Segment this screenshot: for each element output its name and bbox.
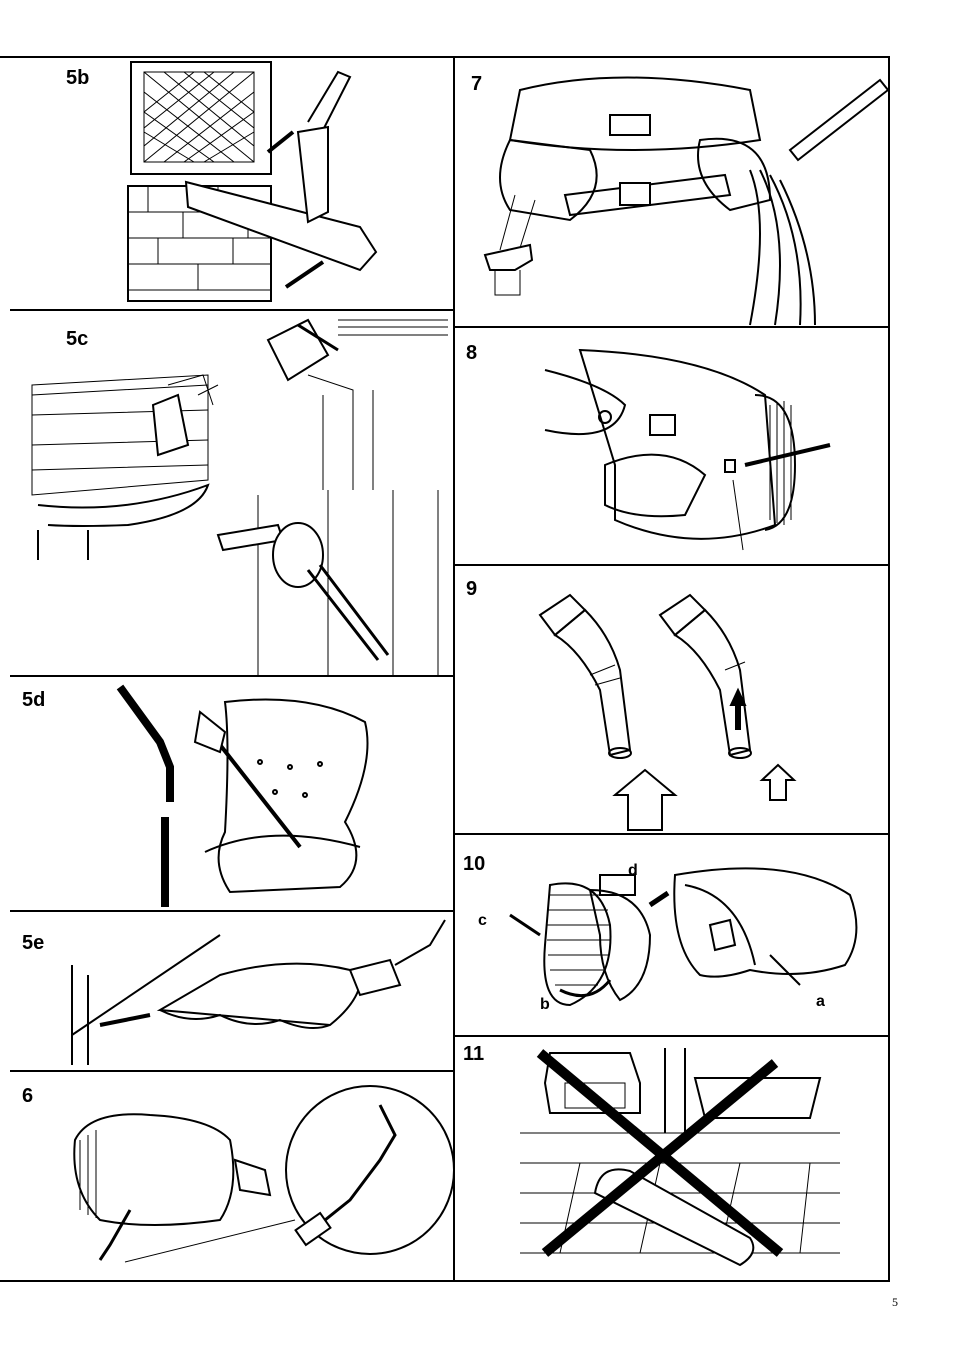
panel-label-9: 9 xyxy=(466,578,477,601)
wand xyxy=(395,920,445,965)
upholstery-tool xyxy=(268,320,328,380)
wand xyxy=(210,732,300,847)
panel-label-5e: 5e xyxy=(22,932,44,955)
illustration-5d-extension-tube xyxy=(110,682,450,907)
divider-5e-6 xyxy=(10,1070,454,1072)
strap-left xyxy=(500,140,597,220)
curtain-frame xyxy=(308,375,373,490)
panel-label-11: 11 xyxy=(463,1043,484,1066)
crevice-tool xyxy=(790,80,888,160)
divider-8-9 xyxy=(454,564,890,566)
illustration-10-filter-change xyxy=(500,855,870,1030)
strap-right xyxy=(698,139,770,210)
tube-upper xyxy=(120,687,170,802)
unit xyxy=(74,1114,233,1225)
divider-5d-5e xyxy=(10,910,454,912)
panel-label-5b: 5b xyxy=(66,67,89,90)
unit-body xyxy=(580,350,775,539)
arrow-large xyxy=(615,770,675,830)
wall xyxy=(665,1048,685,1133)
panel-label-10: 10 xyxy=(463,853,485,876)
handle-right xyxy=(675,610,750,755)
illustration-11-do-not xyxy=(520,1043,840,1275)
arrow-outline-small xyxy=(762,765,794,800)
page-number: 5 xyxy=(892,1295,898,1310)
chair-seat xyxy=(38,485,208,526)
divider-5c-5d xyxy=(10,675,454,677)
buckle xyxy=(620,183,650,205)
panel-label-8: 8 xyxy=(466,342,477,365)
illustration-7-harness xyxy=(470,70,890,325)
illustration-5e-radiator xyxy=(60,915,455,1065)
arrow-down xyxy=(286,262,323,287)
arrow-d xyxy=(650,893,668,905)
hand xyxy=(605,455,705,517)
cable xyxy=(100,1210,130,1260)
arrow-b xyxy=(560,980,610,996)
brush-tool xyxy=(485,245,532,270)
flat-nozzle xyxy=(160,964,360,1025)
illustration-5c-upholstery xyxy=(28,315,448,675)
suction-tube xyxy=(308,565,388,660)
illustration-9-handle-release xyxy=(530,590,830,830)
panel-label-5d: 5d xyxy=(22,689,45,712)
tube xyxy=(308,72,350,132)
arrow xyxy=(745,445,830,465)
divider-9-10 xyxy=(454,833,890,835)
panel-label-6: 6 xyxy=(22,1085,33,1108)
arrow-c xyxy=(510,915,540,935)
handle-left xyxy=(555,610,630,755)
illustration-6-hose-attach xyxy=(70,1100,455,1275)
filter xyxy=(590,890,650,1000)
cable xyxy=(750,170,815,325)
radiator-leg xyxy=(72,965,88,1065)
armchair-back xyxy=(219,700,368,893)
unit-housing xyxy=(674,868,856,976)
divider-5b-5c xyxy=(10,309,454,311)
illustration-5b-floor-nozzle xyxy=(128,62,448,302)
radiator-edge xyxy=(72,935,220,1035)
divider-7-8 xyxy=(454,326,890,328)
hose-connector xyxy=(235,1160,270,1195)
arm-strap xyxy=(545,370,625,434)
illustration-8-motor-unit xyxy=(545,345,890,555)
callout-c: c xyxy=(478,912,487,930)
divider-10-11 xyxy=(454,1035,890,1037)
hand xyxy=(195,712,225,752)
arrow-a xyxy=(770,955,800,985)
floor-nozzle xyxy=(186,182,376,270)
column-divider xyxy=(453,56,455,1280)
brush-nozzle xyxy=(153,395,188,455)
